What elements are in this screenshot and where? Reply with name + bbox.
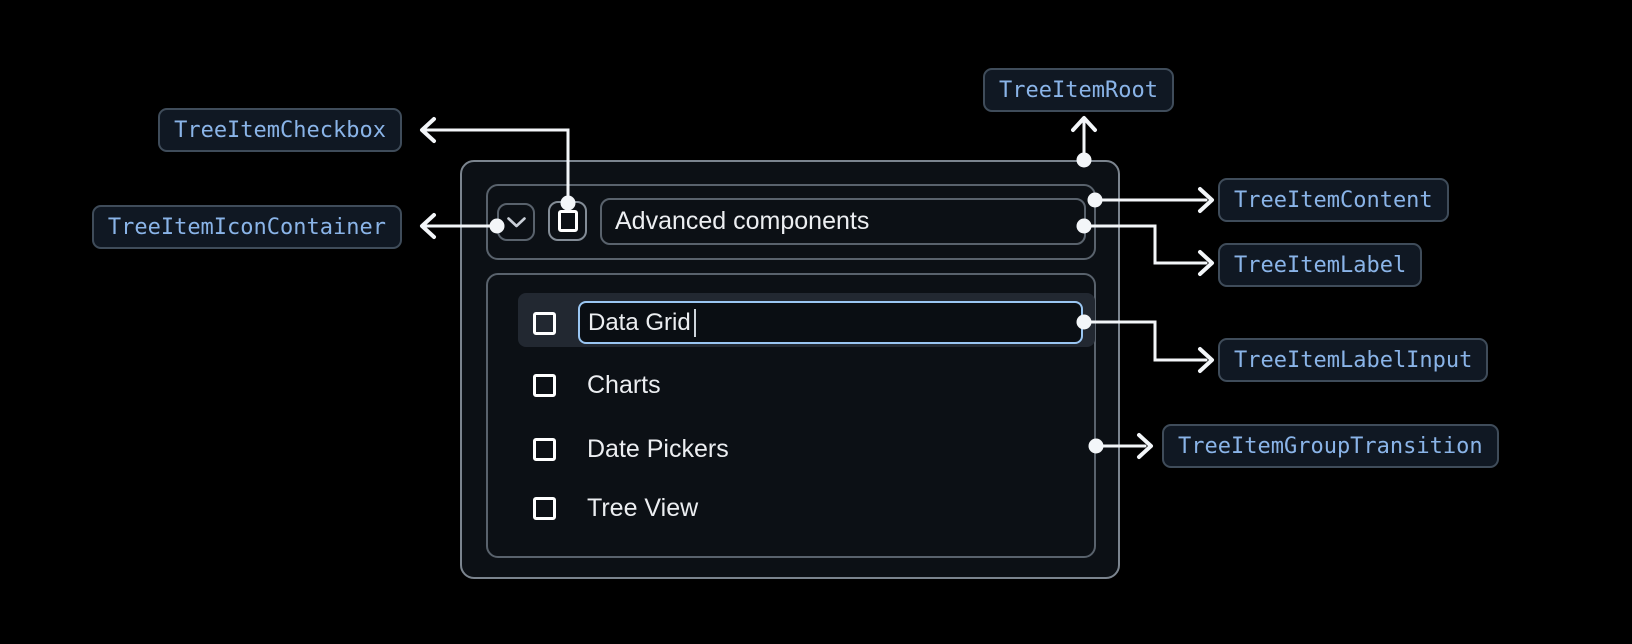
tree-item-row[interactable]: Date Pickers — [587, 435, 729, 463]
checkbox-unchecked-icon[interactable] — [533, 312, 556, 335]
chevron-down-icon — [506, 216, 526, 227]
tree-item-row[interactable]: Tree View — [587, 494, 699, 522]
tree-item-content[interactable] — [486, 184, 1096, 260]
tree-item-checkbox[interactable] — [548, 201, 587, 241]
annotation-tree-item-content: TreeItemContent — [1218, 178, 1449, 222]
tree-item-label-input[interactable]: Data Grid — [578, 301, 1083, 344]
annotation-tree-item-label: TreeItemLabel — [1218, 243, 1423, 287]
annotation-tree-item-group-transition: TreeItemGroupTransition — [1162, 424, 1499, 468]
checkbox-unchecked-icon — [557, 210, 578, 232]
checkbox-unchecked-icon[interactable] — [533, 497, 556, 520]
annotation-tree-item-checkbox: TreeItemCheckbox — [158, 108, 402, 152]
annotation-tree-item-label-input: TreeItemLabelInput — [1218, 338, 1489, 382]
tree-item-label: Advanced components — [600, 198, 1086, 245]
parent-label-text: Advanced components — [615, 207, 870, 235]
checkbox-unchecked-icon[interactable] — [533, 374, 556, 397]
tree-item-row[interactable]: Charts — [587, 371, 661, 399]
tree-item-group-transition — [486, 273, 1096, 558]
annotation-tree-item-root: TreeItemRoot — [983, 68, 1174, 112]
tree-item-icon-container[interactable] — [497, 203, 535, 241]
label-input-value: Data Grid — [588, 308, 691, 336]
checkbox-unchecked-icon[interactable] — [533, 438, 556, 461]
text-caret — [693, 308, 696, 337]
annotation-tree-item-icon-container: TreeItemIconContainer — [91, 205, 402, 249]
